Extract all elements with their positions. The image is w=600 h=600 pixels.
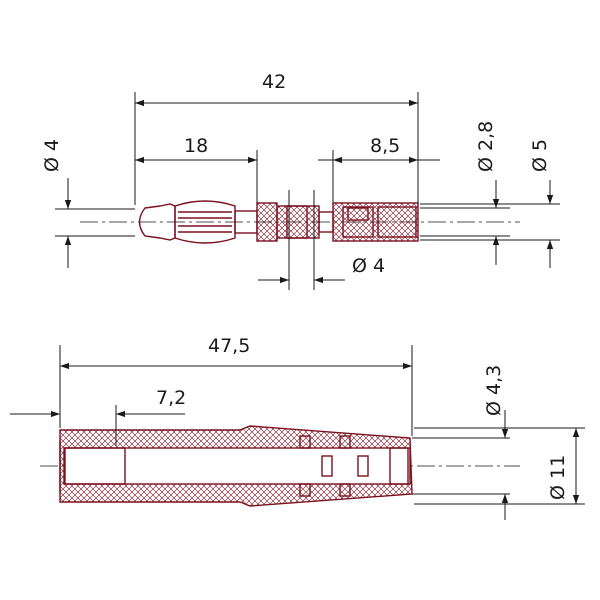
dim-label-18: 18 <box>184 135 208 157</box>
dim-label-dia-4-left: Ø 4 <box>41 139 63 172</box>
dim-label-7-2: 7,2 <box>156 387 186 409</box>
dim-label-dia-11: Ø 11 <box>547 455 569 500</box>
dim-label-dia-5: Ø 5 <box>529 139 551 172</box>
bottom-view: 47,5 7,2 Ø 4,3 Ø 11 <box>10 335 585 520</box>
dim-label-dia-4-bottom: Ø 4 <box>352 255 385 277</box>
top-view: 42 18 8,5 Ø 4 Ø 2,8 Ø 5 Ø 4 <box>41 71 560 290</box>
dim-label-8-5: 8,5 <box>370 135 400 157</box>
dim-label-dia-4-3: Ø 4,3 <box>483 365 505 416</box>
dim-label-dia-2-8: Ø 2,8 <box>475 121 497 172</box>
plug-body <box>138 200 419 244</box>
sleeve-body <box>59 425 413 507</box>
dim-label-47-5: 47,5 <box>208 335 250 357</box>
dim-label-42: 42 <box>262 71 286 93</box>
